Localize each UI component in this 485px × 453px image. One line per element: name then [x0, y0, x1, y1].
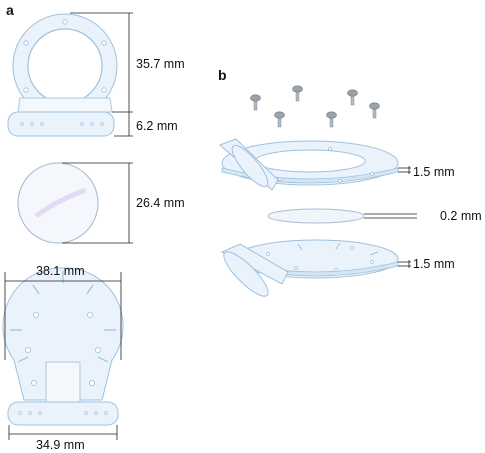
screw — [250, 94, 261, 111]
ring-height-label: 35.7 mm — [136, 57, 185, 71]
bottom-layer-thickness-label: 1.5 mm — [413, 257, 455, 271]
handle-width-label: 34.9 mm — [36, 438, 85, 452]
top-layer-thickness-dimension: 1.5 mm — [398, 165, 455, 179]
plate-width-label: 38.1 mm — [36, 264, 85, 278]
screw — [369, 102, 380, 119]
ring-holder-part — [7, 13, 118, 137]
panel-label-a: a — [6, 2, 14, 18]
screw — [274, 111, 285, 128]
handle-height-label: 6.2 mm — [136, 119, 178, 133]
exploded-coverslip — [267, 208, 365, 224]
ring-opening — [27, 28, 103, 104]
screw — [292, 85, 303, 102]
panel-label-b: b — [218, 67, 227, 83]
bottom-layer-thickness-dimension: 1.5 mm — [398, 257, 455, 271]
handle-height-dimension: 6.2 mm — [114, 112, 178, 137]
coverslip-thickness-label: 0.2 mm — [440, 209, 482, 223]
bottom-layer-part — [220, 239, 399, 297]
screw — [347, 89, 358, 106]
ring-height-dimension: 35.7 mm — [70, 12, 185, 113]
ring-holder-handle — [7, 111, 115, 137]
bottom-plate-part — [2, 267, 124, 426]
coverslip-diameter-dimension: 26.4 mm — [62, 162, 185, 244]
screws — [250, 85, 380, 128]
coverslip-diameter-label: 26.4 mm — [136, 196, 185, 210]
plate-width-dimension: 38.1 mm — [4, 264, 122, 360]
screw — [326, 111, 337, 128]
bottom-plate-handle — [7, 401, 119, 426]
top-layer-part — [219, 138, 399, 191]
coverslip-thickness-dimension: 0.2 mm — [364, 209, 482, 223]
top-layer-thickness-label: 1.5 mm — [413, 165, 455, 179]
coverslip-part — [17, 162, 99, 244]
handle-width-dimension: 34.9 mm — [8, 425, 118, 452]
